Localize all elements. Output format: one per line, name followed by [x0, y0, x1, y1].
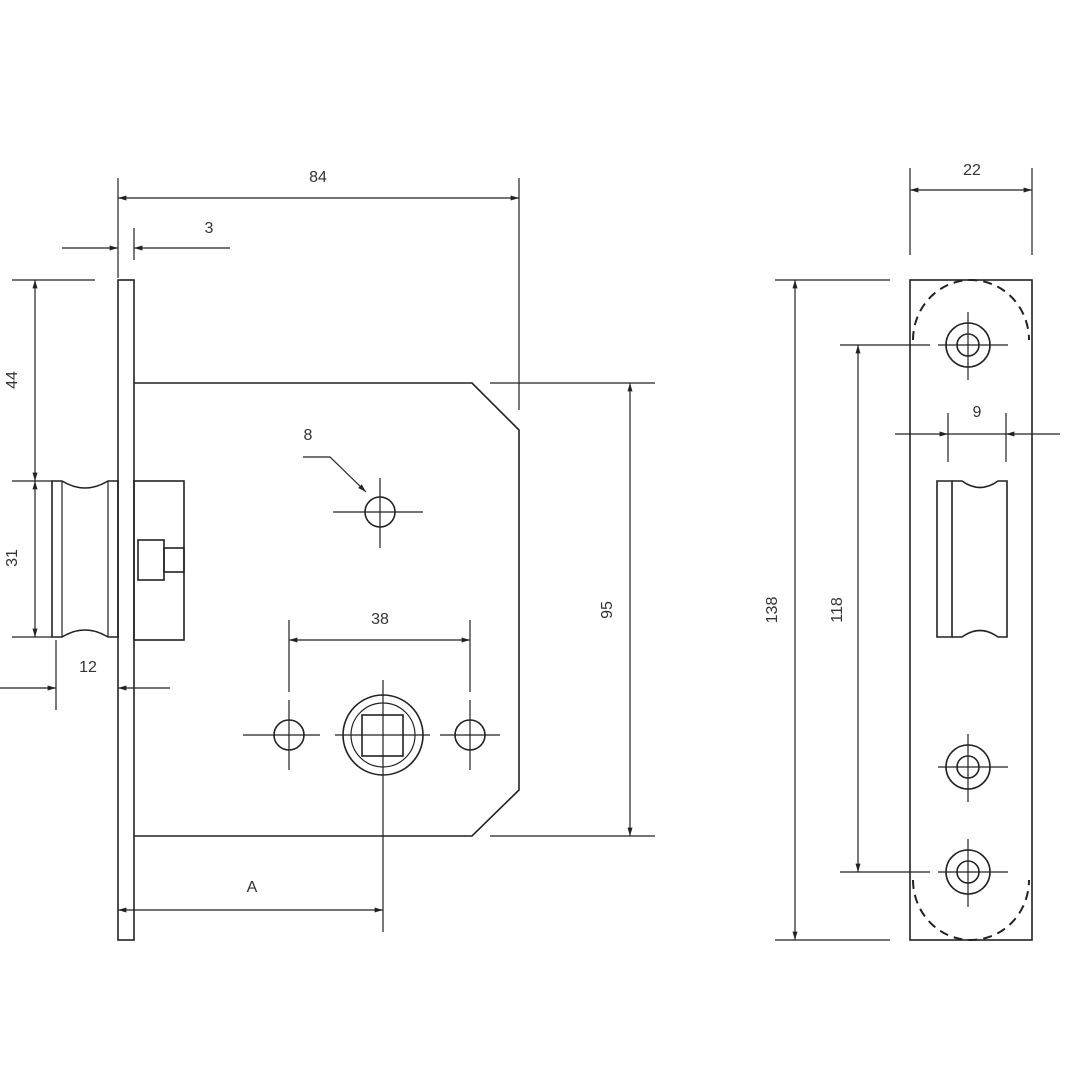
dimension-9: 9 — [895, 404, 1060, 462]
fixing-hole — [333, 478, 423, 548]
strike-screw-hole-bottom — [938, 839, 1008, 907]
latch-slot — [936, 480, 1008, 638]
spindle-follower — [335, 680, 430, 932]
strike-plate — [909, 279, 1033, 941]
rounded-end-top — [912, 279, 1030, 341]
lock-case — [134, 382, 520, 837]
dim-label: 12 — [79, 659, 97, 676]
dimension-3: 3 — [62, 220, 230, 260]
dimension-12: 12 — [0, 640, 170, 710]
latch-peg — [137, 539, 165, 581]
latch-bolt — [51, 480, 119, 638]
latch-housing — [133, 480, 185, 641]
strike-screw-hole-middle — [938, 734, 1008, 802]
dimension-38: 38 — [288, 611, 471, 692]
dimension-44: 44 — [4, 279, 95, 482]
left-screw-hole — [243, 700, 320, 770]
dimension-84: 84 — [117, 169, 520, 410]
right-screw-hole — [440, 700, 500, 770]
dim-label: 9 — [973, 404, 982, 421]
dim-label: 22 — [963, 162, 981, 179]
strike-plate-outline — [909, 279, 1033, 941]
strike-screw-hole-top — [938, 312, 1008, 380]
dim-label: 118 — [829, 597, 846, 623]
dim-label: 38 — [371, 611, 389, 628]
dim-label: 8 — [304, 427, 313, 444]
dimension-31: 31 — [4, 481, 52, 638]
dim-label: 95 — [599, 601, 616, 619]
rounded-end-bottom — [912, 879, 1030, 941]
dimension-118: 118 — [829, 344, 930, 873]
dim-label: 44 — [4, 371, 21, 389]
dimension-22: 22 — [909, 162, 1033, 255]
dim-label: 31 — [4, 549, 21, 567]
dimension-8: 8 — [303, 427, 367, 493]
faceplate — [117, 279, 135, 941]
dim-label: A — [247, 879, 258, 896]
dimension-138: 138 — [764, 279, 890, 941]
dim-label: 84 — [309, 169, 327, 186]
lock-body — [51, 279, 520, 941]
dimension-backset: A — [117, 879, 383, 913]
dimension-95: 95 — [490, 382, 655, 837]
dim-label: 138 — [764, 597, 781, 624]
dim-label: 3 — [205, 220, 214, 237]
